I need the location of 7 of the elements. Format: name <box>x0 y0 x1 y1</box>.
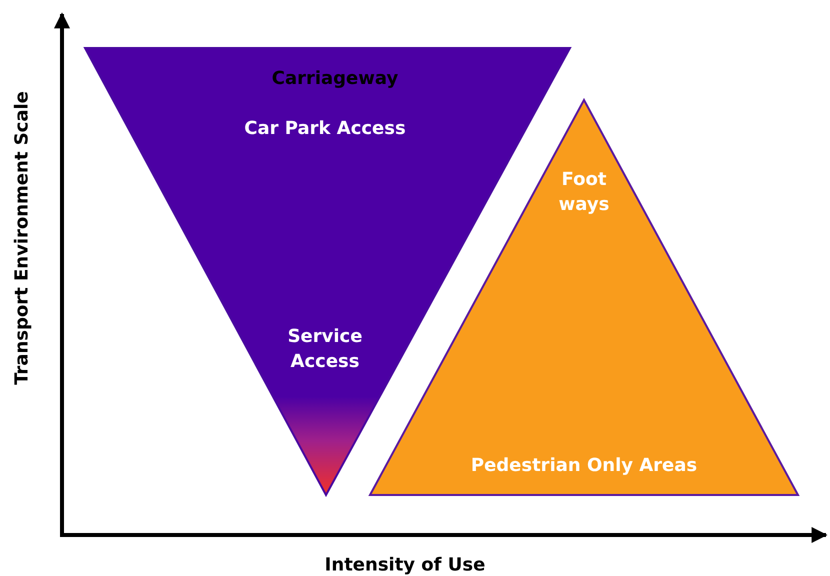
area-label: Car Park Access <box>243 117 407 141</box>
area-label: Foot ways <box>558 168 610 217</box>
area-label: Pedestrian Only Areas <box>470 454 698 478</box>
area-label: Carriageway <box>270 67 400 91</box>
axis-label: Intensity of Use <box>324 554 486 576</box>
axis-label: Transport Environment Scale <box>12 91 32 385</box>
area-label: Service Access <box>286 325 364 374</box>
